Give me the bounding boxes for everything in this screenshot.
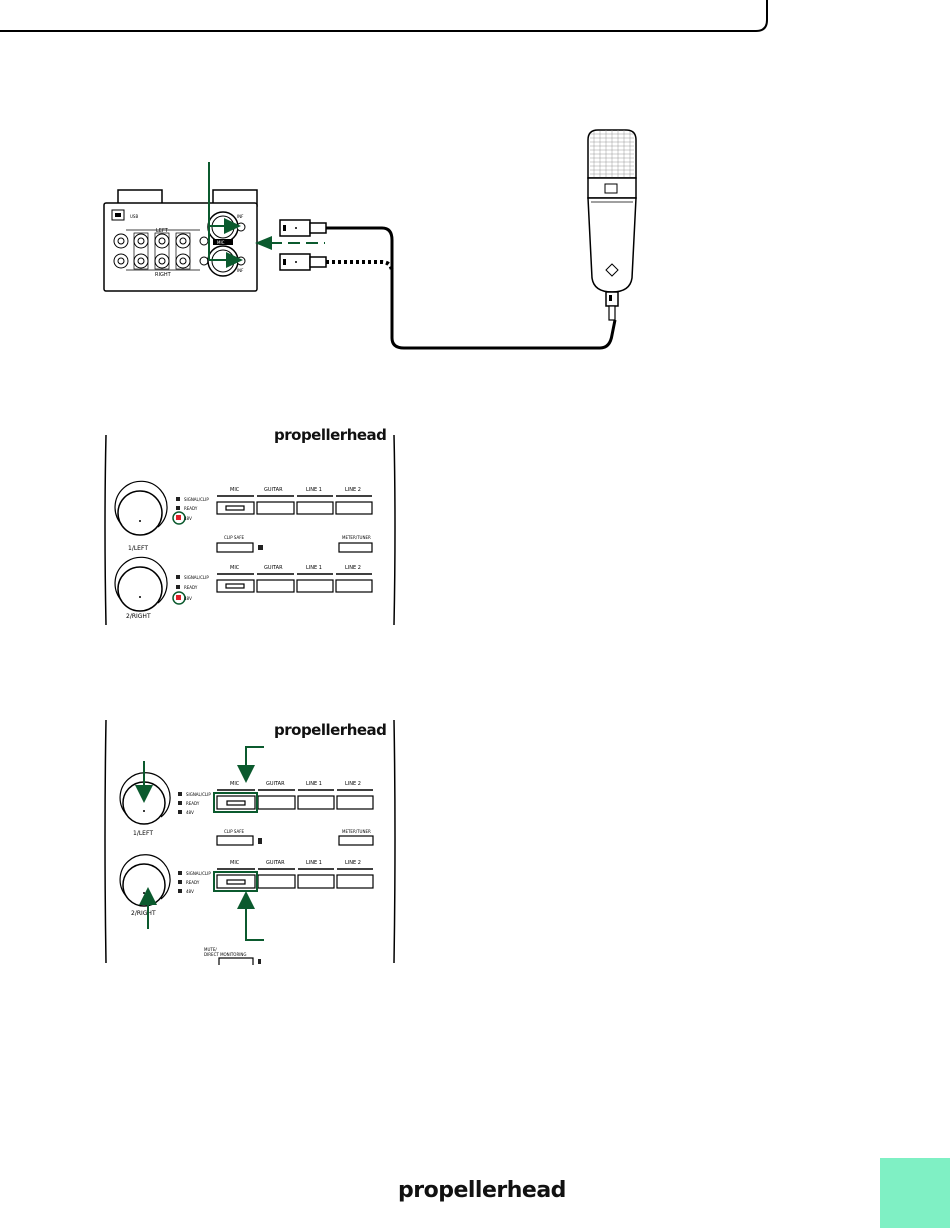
meter-tuner-button[interactable] — [338, 542, 373, 553]
inf-label-2: INF — [237, 268, 244, 273]
phantom-power-led — [176, 595, 181, 600]
ready-led — [176, 506, 180, 510]
xlr-plug — [279, 253, 327, 271]
clip-safe-label: CLIP SAFE — [224, 535, 245, 540]
led-label: 48V — [184, 596, 192, 601]
inf-label-1: INF — [237, 214, 244, 219]
led-label: READY — [186, 880, 200, 885]
footer-logo: propellerhead — [398, 1178, 566, 1203]
led-label: SIGNAL/CLIP — [184, 575, 209, 580]
channel1-label: 1/LEFT — [128, 545, 148, 552]
arrow-up-icon — [237, 891, 255, 909]
front-panel-mic-select: propellerhead 1/LEFT SIGNAL/CLIP READY 4… — [104, 719, 396, 965]
highlight-box — [213, 792, 258, 813]
meter-tuner-button[interactable] — [338, 835, 374, 846]
clip-safe-button[interactable] — [216, 542, 254, 553]
xlr-plug — [279, 219, 327, 237]
led-label: 48V — [186, 889, 194, 894]
mic-rear-label: MIC — [217, 240, 225, 245]
panel-logo: propellerhead — [274, 426, 386, 444]
line1-button[interactable] — [296, 501, 334, 515]
guitar-button[interactable] — [256, 579, 295, 593]
right-bracket-label: RIGHT — [155, 272, 172, 278]
direct-monitoring-label: DIRECT MONITORING — [204, 952, 247, 957]
mode-label-line1: LINE 1 — [306, 781, 322, 787]
phantom-power-led — [176, 515, 181, 520]
arrow-right-icon — [224, 218, 241, 234]
led-label: READY — [184, 585, 198, 590]
mode-label-guitar: GUITAR — [264, 565, 283, 571]
left-bracket-label: LEFT — [156, 228, 169, 234]
meter-tuner-label: METER/TUNER — [342, 535, 371, 540]
xlr-cable-dotted — [326, 260, 394, 271]
line1-button[interactable] — [297, 795, 335, 810]
page-tab — [880, 1158, 950, 1228]
mode-label-guitar: GUITAR — [264, 487, 283, 493]
led-label: SIGNAL/CLIP — [184, 497, 209, 502]
mode-label-line1: LINE 1 — [306, 860, 322, 866]
xlr-cable — [326, 226, 617, 350]
led-label: SIGNAL/CLIP — [186, 792, 211, 797]
mode-label-line1: LINE 1 — [306, 565, 322, 571]
guitar-button[interactable] — [256, 501, 295, 515]
mode-label-line2: LINE 2 — [345, 860, 361, 866]
mode-label-line1: LINE 1 — [306, 487, 322, 493]
mode-label-mic: MIC — [230, 487, 240, 493]
arrow-up-icon — [139, 887, 157, 905]
gain-knob-2[interactable] — [114, 556, 168, 612]
highlight-circle — [172, 511, 186, 525]
line2-button[interactable] — [336, 795, 374, 810]
mode-label-guitar: GUITAR — [266, 860, 285, 866]
line1-button[interactable] — [296, 579, 334, 593]
mute-label: MUTE/ — [204, 947, 217, 952]
line2-button[interactable] — [335, 501, 373, 515]
led-label: 48V — [186, 810, 194, 815]
condenser-microphone-icon — [587, 129, 637, 321]
mode-label-guitar: GUITAR — [266, 781, 285, 787]
highlight-box — [213, 871, 258, 892]
arrow-down-icon — [237, 765, 255, 783]
led-label: READY — [184, 506, 198, 511]
gain-knob-1[interactable] — [114, 480, 168, 536]
line1-button[interactable] — [297, 874, 335, 889]
mute-button[interactable] — [218, 957, 254, 965]
mode-label-line2: LINE 2 — [345, 487, 361, 493]
front-panel-48v: propellerhead 1/LEFT SIGNAL/CLIP READY 4… — [104, 426, 396, 626]
top-rule — [0, 0, 768, 32]
signal-clip-led — [176, 497, 180, 501]
mode-label-mic: MIC — [230, 781, 240, 787]
guitar-button[interactable] — [257, 795, 296, 810]
mode-label-mic: MIC — [230, 860, 240, 866]
audio-interface-rear: USB LEFT RIGHT MIC INF — [103, 189, 258, 292]
highlight-circle — [172, 591, 186, 605]
led-label: 48V — [184, 516, 192, 521]
mic-connection-diagram: USB LEFT RIGHT MIC INF — [103, 129, 637, 350]
arrow-down-icon — [135, 785, 153, 803]
mode-label-line2: LINE 2 — [345, 565, 361, 571]
arrow-left-icon — [255, 236, 272, 250]
guitar-button[interactable] — [257, 874, 296, 889]
led-label: READY — [186, 801, 200, 806]
channel1-label: 1/LEFT — [133, 830, 153, 837]
mode-label-line2: LINE 2 — [345, 781, 361, 787]
connection-arrows — [208, 162, 325, 268]
channel2-label: 2/RIGHT — [131, 910, 156, 917]
mode-label-mic: MIC — [230, 565, 240, 571]
channel2-label: 2/RIGHT — [126, 613, 151, 620]
clip-safe-label: CLIP SAFE — [224, 829, 245, 834]
meter-tuner-label: METER/TUNER — [342, 829, 371, 834]
panel-logo: propellerhead — [274, 721, 386, 739]
led-label: SIGNAL/CLIP — [186, 871, 211, 876]
clip-safe-button[interactable] — [216, 835, 254, 846]
gain-knob-2[interactable] — [119, 854, 171, 907]
arrow-right-icon — [226, 252, 243, 268]
line2-button[interactable] — [336, 874, 374, 889]
line2-button[interactable] — [335, 579, 373, 593]
usb-label: USB — [130, 214, 138, 219]
